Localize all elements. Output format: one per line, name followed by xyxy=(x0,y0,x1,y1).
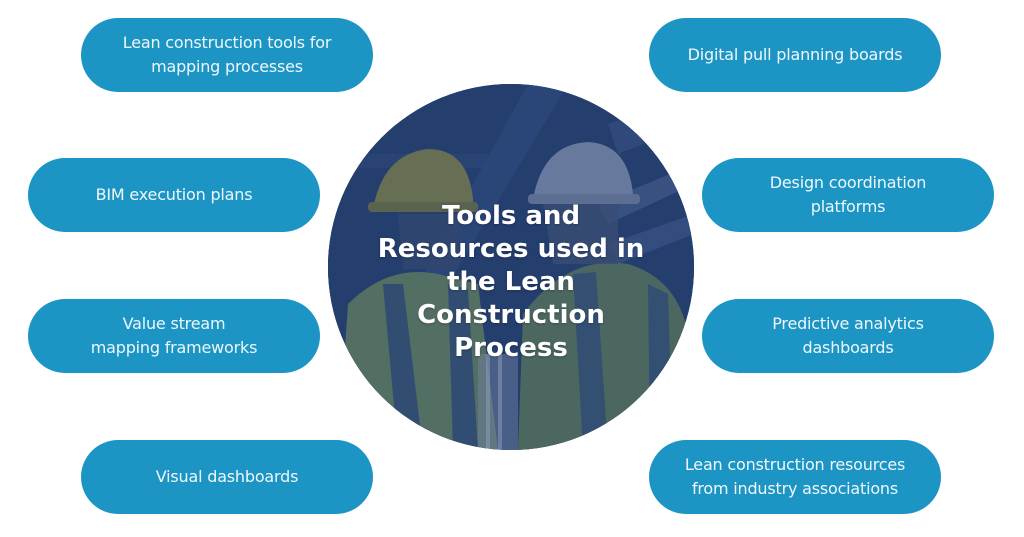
item-label: Visual dashboards xyxy=(155,467,299,486)
item-predictive-analytics: Predictive analytics dashboards xyxy=(702,299,994,373)
center-circle: Tools and Resources used in the Lean Con… xyxy=(328,84,694,450)
item-label: Lean construction resources from industr… xyxy=(684,455,906,498)
center-title-text: Tools and Resources used in the Lean Con… xyxy=(377,200,645,363)
item-label: Predictive analytics dashboards xyxy=(772,314,924,357)
item-visual-dashboards: Visual dashboards xyxy=(81,440,373,514)
item-label: BIM execution plans xyxy=(95,185,253,204)
item-industry-associations: Lean construction resources from industr… xyxy=(649,440,941,514)
item-lean-construction-tools: Lean construction tools for mapping proc… xyxy=(81,18,373,92)
item-digital-pull-planning: Digital pull planning boards xyxy=(649,18,941,92)
construction-workers-photo-icon xyxy=(328,84,694,450)
item-label: Lean construction tools for mapping proc… xyxy=(122,33,332,76)
item-label: Design coordination platforms xyxy=(769,173,927,216)
item-design-coordination: Design coordination platforms xyxy=(702,158,994,232)
item-value-stream-mapping: Value stream mapping frameworks xyxy=(28,299,320,373)
item-label: Digital pull planning boards xyxy=(687,45,903,64)
item-bim-execution-plans: BIM execution plans xyxy=(28,158,320,232)
center-title: Tools and Resources used in the Lean Con… xyxy=(328,84,694,450)
item-label: Value stream mapping frameworks xyxy=(90,314,258,357)
